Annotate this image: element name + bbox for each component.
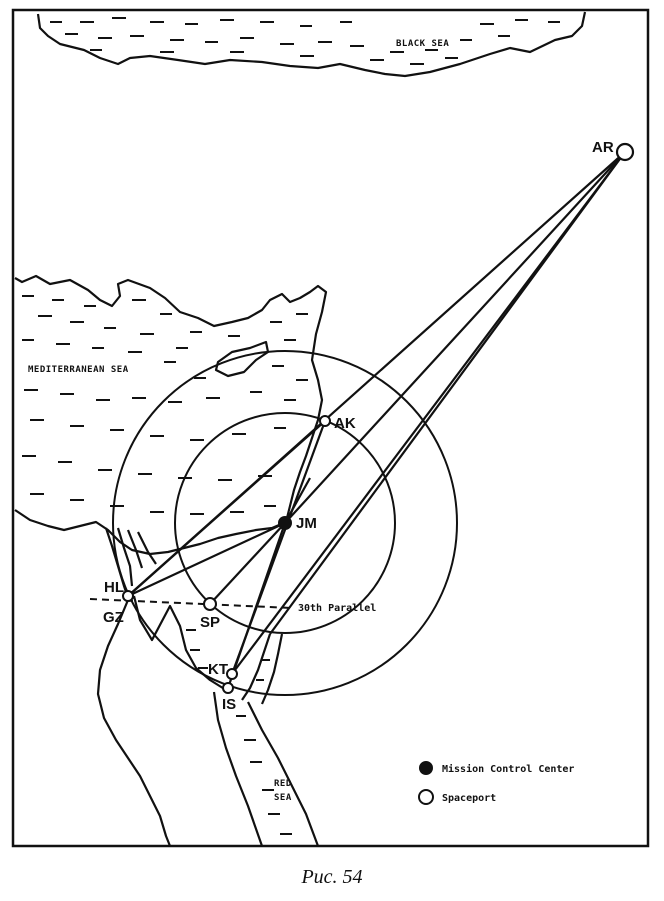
red-sea-coast-east xyxy=(247,701,320,847)
mediterranean-coast xyxy=(14,274,328,523)
spaceport-hl-gz-marker xyxy=(122,590,134,602)
outer-range-circle xyxy=(112,350,458,696)
30th-parallel-line xyxy=(89,598,293,609)
cyprus-island xyxy=(214,340,270,378)
site-label-hl: HL xyxy=(104,579,124,596)
red-sea-label-line2: SEA xyxy=(274,793,292,803)
mediterranean-sea-label: MEDITERRANEAN SEA xyxy=(28,365,129,375)
site-label-is: IS xyxy=(222,696,236,713)
north-africa-coast xyxy=(14,509,287,556)
inner-range-circle xyxy=(174,412,396,634)
site-label-jm: JM xyxy=(296,515,317,532)
red-sea-coast-west xyxy=(212,691,264,847)
site-label-kt: KT xyxy=(208,661,228,678)
site-label-gz: GZ xyxy=(103,609,124,626)
legend-mission-control-label: Mission Control Center xyxy=(442,763,574,775)
legend-spaceport-icon xyxy=(418,789,434,805)
mission-control-jm-marker xyxy=(278,516,292,530)
mediterranean-hatching xyxy=(22,295,308,515)
legend: Mission Control Center Spaceport xyxy=(418,761,574,805)
black-sea-label: BLACK SEA xyxy=(396,39,449,49)
red-sea-label-line1: RED xyxy=(274,779,292,789)
black-sea-coast xyxy=(36,11,587,78)
spaceport-ak-marker xyxy=(319,415,331,427)
spaceport-sp-marker xyxy=(203,597,217,611)
legend-spaceport-label: Spaceport xyxy=(442,793,496,804)
site-label-ak: AK xyxy=(334,415,356,432)
map-frame xyxy=(11,8,650,848)
site-label-sp: SP xyxy=(200,614,220,631)
spaceport-kt-marker xyxy=(226,668,238,680)
spaceport-ar-marker xyxy=(615,142,635,162)
red-sea-hatching xyxy=(186,629,292,835)
egypt-coast xyxy=(96,599,172,847)
legend-mission-control-icon xyxy=(419,761,433,775)
30th-parallel-label: 30th Parallel xyxy=(298,603,376,614)
black-sea-hatching xyxy=(50,17,560,65)
spaceport-is-marker xyxy=(222,682,234,694)
site-label-ar: AR xyxy=(592,139,614,156)
communication-links xyxy=(127,151,626,689)
figure-caption: Рис. 54 xyxy=(301,866,363,888)
